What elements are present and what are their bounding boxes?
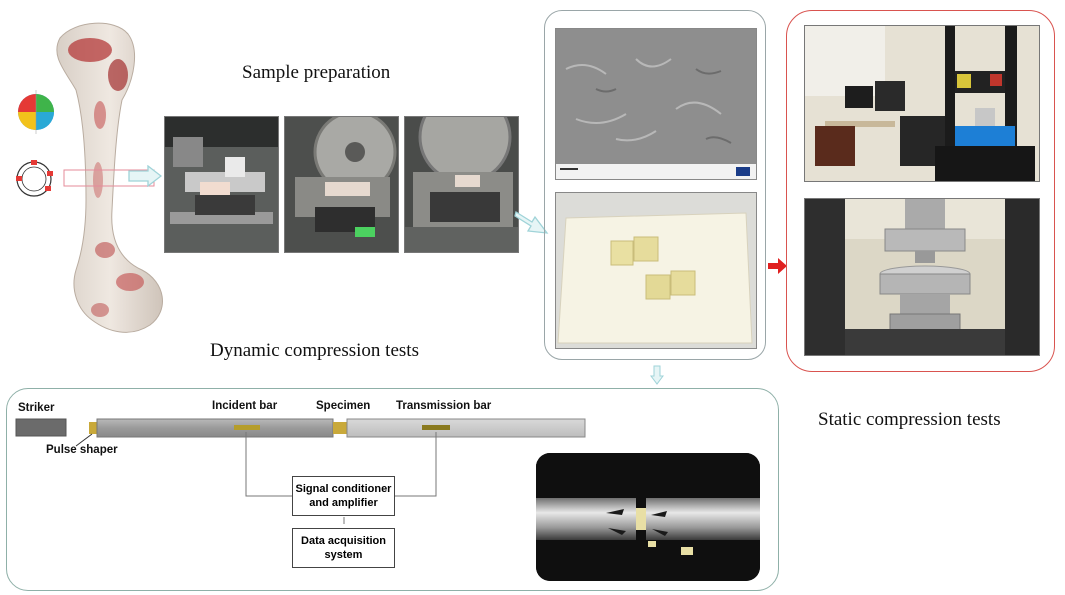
- shpb-schematic: [15, 418, 586, 524]
- bone-specimens-photo: [555, 192, 757, 349]
- shpb-setup-panel: [6, 388, 779, 591]
- data-acquisition-box: Data acquisition system: [292, 528, 395, 568]
- femur-bone-image: [30, 20, 180, 340]
- signal-conditioner-line1: Signal conditioner: [295, 483, 392, 495]
- compression-platens-photo: [804, 198, 1040, 356]
- incident-bar-label: Incident bar: [212, 400, 278, 412]
- daq-line1: Data acquisition: [301, 535, 386, 547]
- microstructure-panel: [544, 10, 766, 360]
- cutting-fixture-photo-1: [164, 116, 279, 253]
- transmission-bar-label: Transmission bar: [396, 400, 492, 412]
- arrow-right-icon: [128, 165, 162, 187]
- arrow-right-red-icon: [768, 258, 787, 274]
- cutting-saw-photo-2: [284, 116, 399, 253]
- quadrant-diagram: [18, 90, 54, 134]
- static-compression-title: Static compression tests: [818, 409, 1001, 430]
- cutting-saw-photo-3: [404, 116, 519, 253]
- cross-section-ring-diagram: [16, 160, 53, 197]
- arrow-down-icon: [650, 365, 664, 385]
- striker-label: Striker: [18, 402, 55, 414]
- signal-conditioner-line2: and amplifier: [309, 497, 378, 509]
- specimen-label: Specimen: [316, 400, 371, 412]
- arrow-diagonal-icon: [514, 210, 549, 234]
- daq-line2: system: [324, 549, 363, 561]
- static-test-panel: [786, 10, 1055, 372]
- pulse-shaper-label: Pulse shaper: [46, 444, 118, 456]
- sample-preparation-title: Sample preparation: [242, 62, 391, 83]
- signal-conditioner-box: Signal conditioner and amplifier: [292, 476, 395, 516]
- sem-image: [555, 28, 757, 180]
- testing-machine-photo: [804, 25, 1040, 182]
- dynamic-compression-title: Dynamic compression tests: [210, 340, 419, 361]
- bars-specimen-photo: [536, 453, 760, 581]
